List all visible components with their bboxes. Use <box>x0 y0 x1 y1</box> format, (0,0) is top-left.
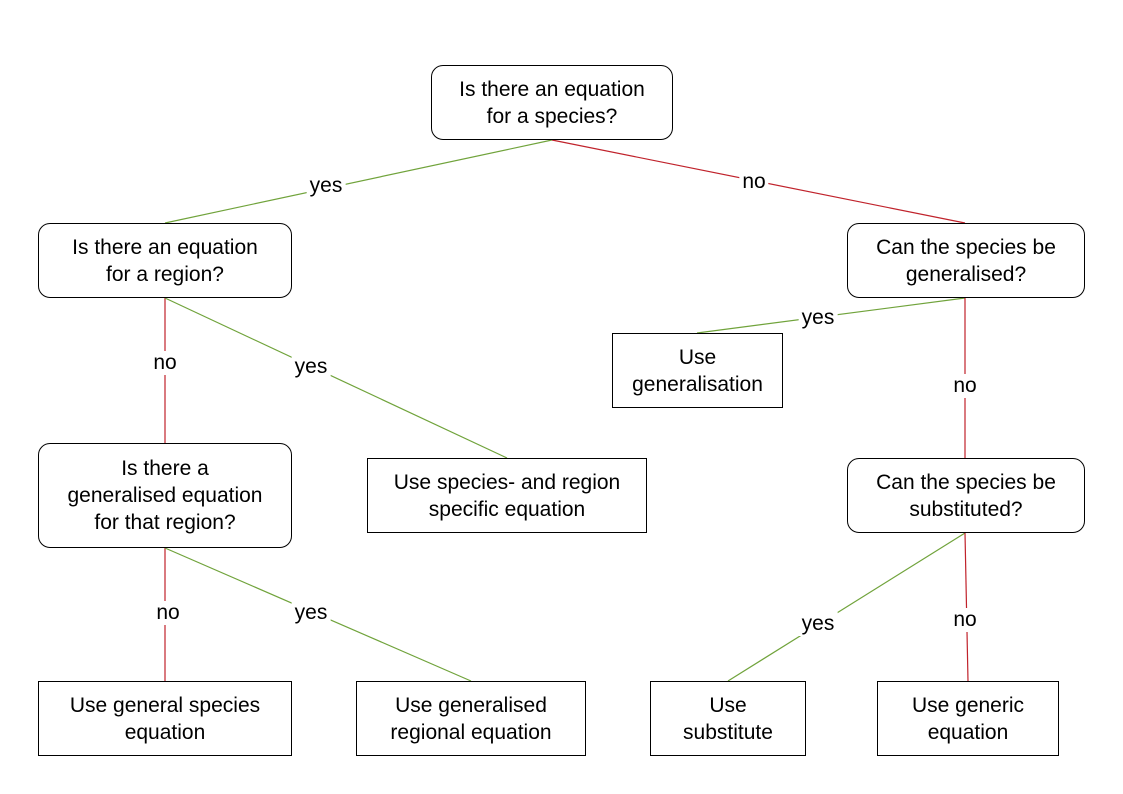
edge-label-no: no <box>950 374 980 398</box>
edge-label-yes: yes <box>291 601 331 625</box>
node-region-equation-question: Is there an equation for a region? <box>38 223 292 298</box>
node-text: Use general species equation <box>69 693 261 744</box>
node-text: Can the species be substituted? <box>876 470 1056 521</box>
node-species-equation-question: Is there an equation for a species? <box>431 65 673 140</box>
edge-label-no: no <box>150 351 180 375</box>
node-use-generalisation: Use generalisation <box>612 333 783 408</box>
edge-substituted-no-generic <box>964 532 969 682</box>
edge-label-no: no <box>950 608 980 632</box>
node-text: Is there an equation for a species? <box>459 77 645 128</box>
edge-species-yes-region <box>164 139 553 224</box>
node-text: Can the species be generalised? <box>876 235 1056 286</box>
node-generalised-region-question: Is there a generalised equation for that… <box>38 443 292 548</box>
node-text: Use generalised regional equation <box>390 693 552 744</box>
node-use-generalised-regional-equation: Use generalised regional equation <box>356 681 586 756</box>
node-text: Use species- and region specific equatio… <box>393 470 621 521</box>
node-text: Is there a generalised equation for that… <box>67 457 263 534</box>
node-species-generalised-question: Can the species be generalised? <box>847 223 1085 298</box>
node-use-substitute: Use substitute <box>650 681 806 756</box>
node-species-substituted-question: Can the species be substituted? <box>847 458 1085 533</box>
edge-label-yes: yes <box>798 612 838 636</box>
node-use-general-species-equation: Use general species equation <box>38 681 292 756</box>
edge-label-yes: yes <box>798 306 838 330</box>
edge-label-no: no <box>153 601 183 625</box>
node-text: Use generic equation <box>911 693 1025 744</box>
edge-substituted-yes-substitute <box>727 532 966 682</box>
node-text: Use substitute <box>683 693 773 744</box>
edge-label-yes: yes <box>306 174 346 198</box>
node-text: Is there an equation for a region? <box>72 235 258 286</box>
edge-label-no: no <box>739 170 769 194</box>
node-use-generic-equation: Use generic equation <box>877 681 1059 756</box>
node-text: Use generalisation <box>632 345 763 396</box>
node-use-species-region-equation: Use species- and region specific equatio… <box>367 458 647 533</box>
edge-region-yes-species-region <box>164 297 508 459</box>
edge-label-yes: yes <box>291 355 331 379</box>
